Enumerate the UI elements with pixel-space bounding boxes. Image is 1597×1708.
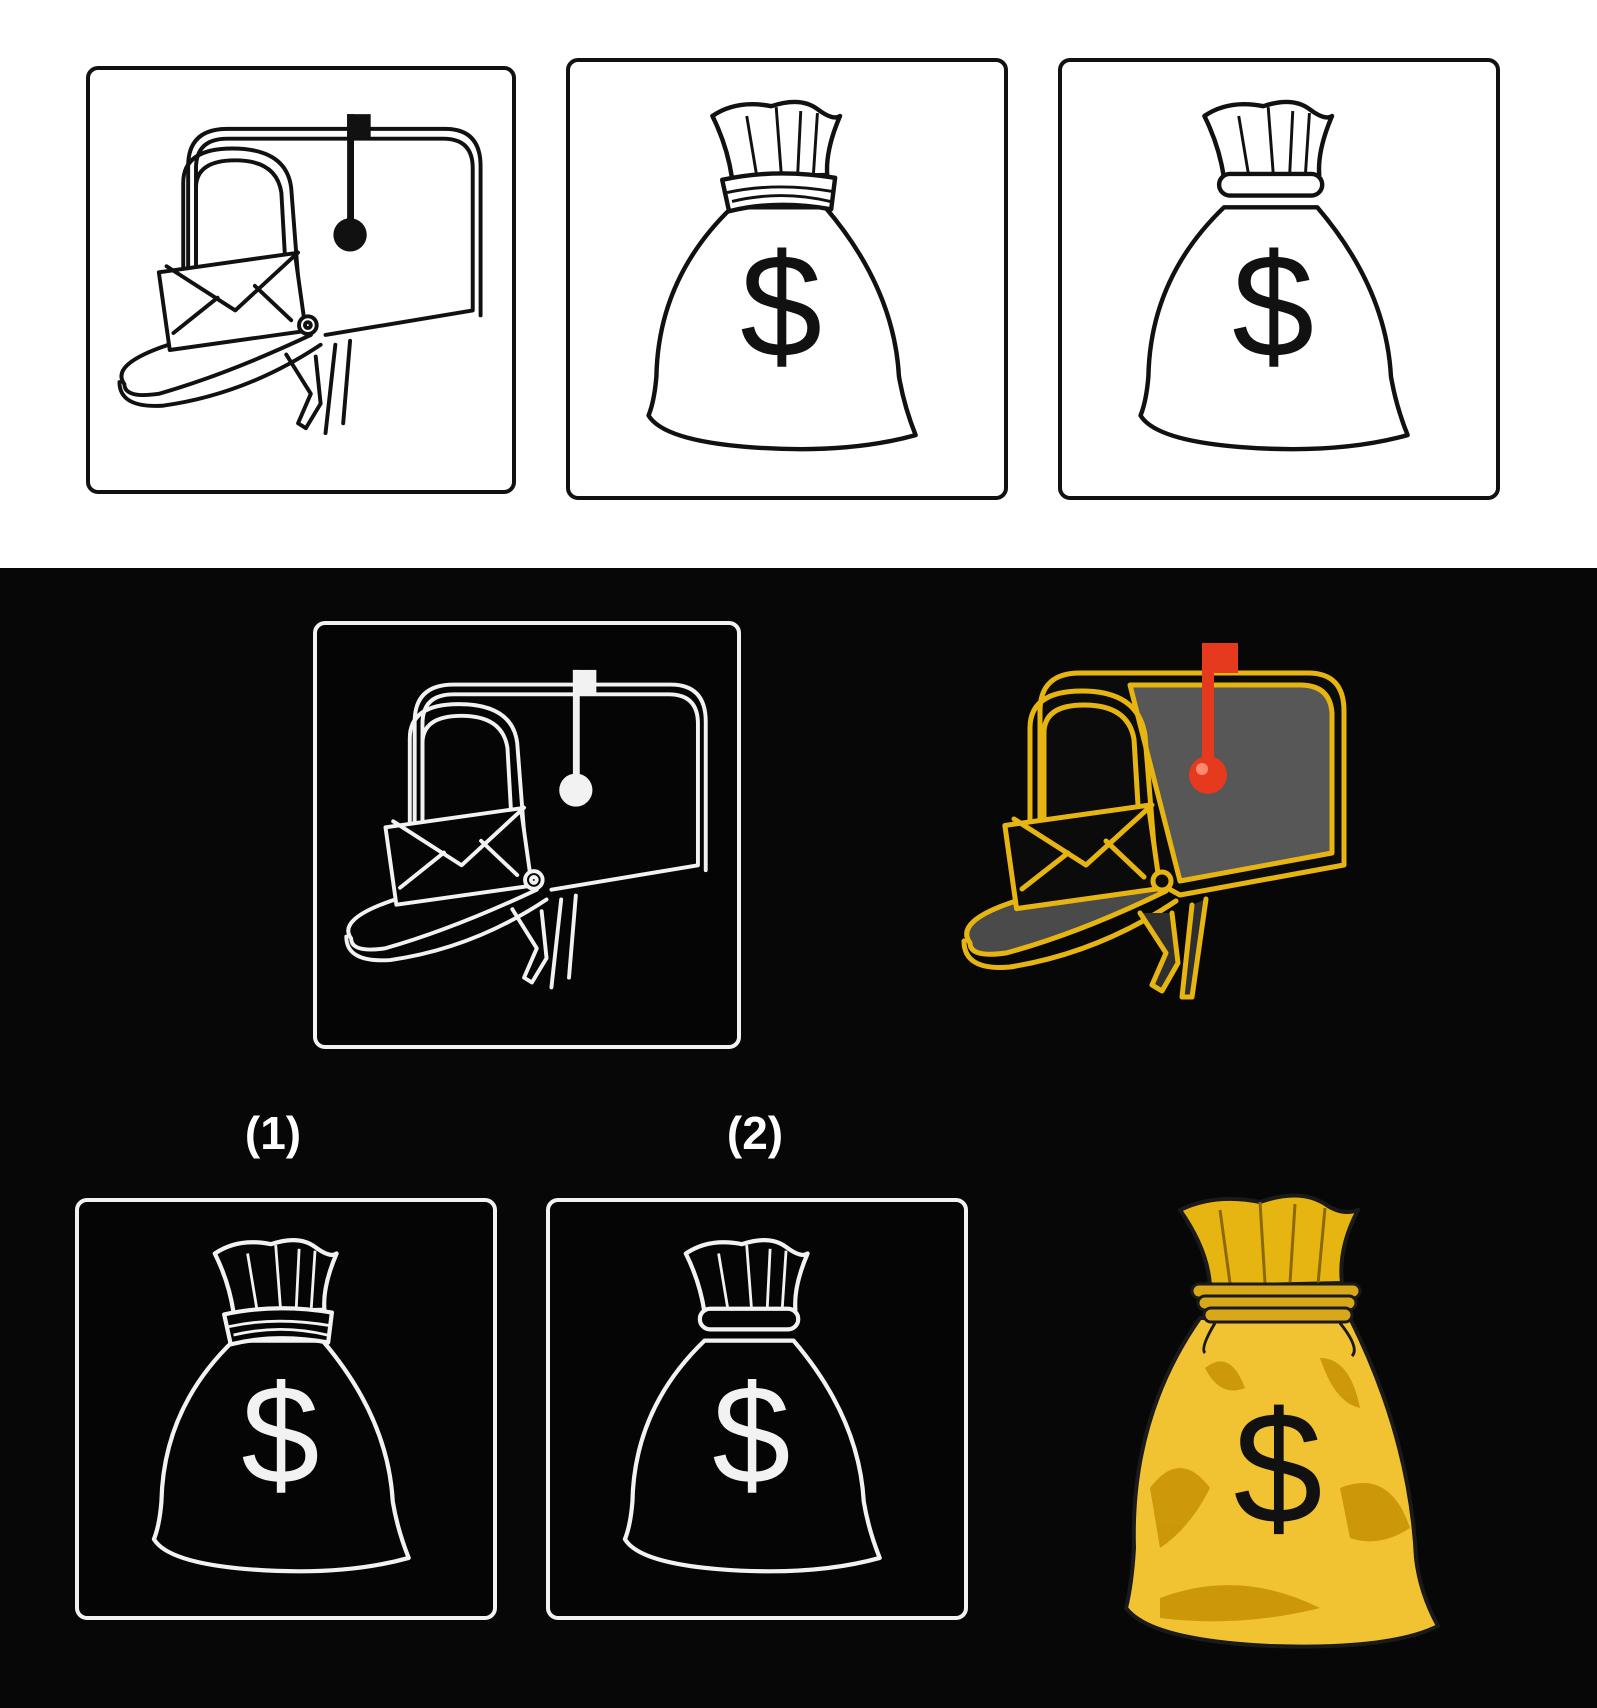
money-bag-band-icon: $ [1138, 99, 1410, 452]
money-bag-rope-outline-icon: $ [151, 1238, 411, 1574]
money-bag-rope-outline-tile: $ [75, 1198, 497, 1620]
dark-panel: (1) (2) $ [0, 568, 1597, 1708]
mailbox-tile [86, 66, 516, 494]
dollar-sign: $ [1234, 1378, 1323, 1557]
light-panel: $ $ [0, 0, 1597, 568]
money-bag-rope-icon: $ [646, 99, 918, 452]
option-1-label: (1) [244, 1107, 302, 1159]
money-bag-band-tile: $ [1058, 58, 1500, 500]
dollar-sign: $ [712, 1356, 790, 1513]
dollar-sign: $ [1232, 225, 1314, 389]
option-2-label: (2) [726, 1107, 784, 1159]
mailbox-outline-icon [344, 669, 708, 990]
dollar-sign: $ [740, 225, 822, 389]
money-bag-color-illustration: $ [1120, 1188, 1450, 1658]
money-bag-rope-tile: $ [566, 58, 1008, 500]
mailbox-icon [117, 114, 483, 436]
mailbox-color-icon [961, 643, 1347, 1000]
mailbox-color-illustration [930, 613, 1380, 1053]
money-bag-band-outline-tile: $ [546, 1198, 968, 1620]
dollar-sign: $ [241, 1356, 319, 1513]
mailbox-outline-tile [313, 621, 741, 1049]
money-bag-color-icon: $ [1124, 1193, 1440, 1649]
money-bag-band-outline-icon: $ [622, 1238, 882, 1574]
